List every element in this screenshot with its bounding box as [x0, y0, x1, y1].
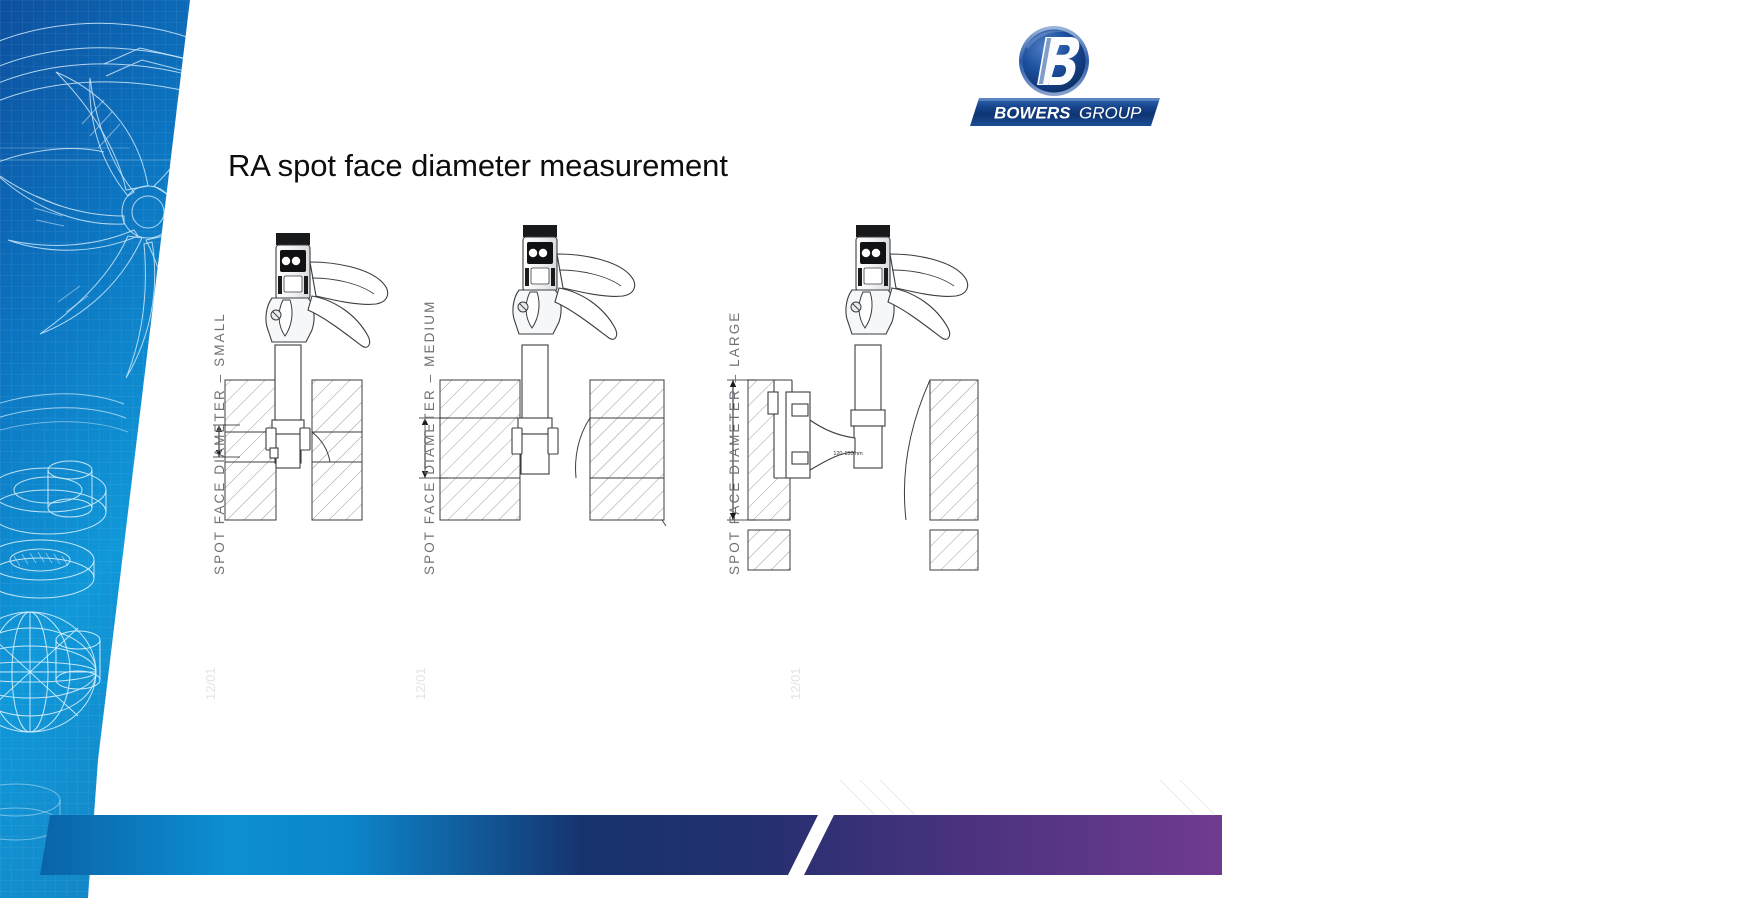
sidebar-blueprint-graphic [0, 0, 230, 898]
wordmark-light: GROUP [1079, 104, 1142, 123]
bowers-group-wordmark: BOWERS GROUP [970, 98, 1160, 126]
diagram-label-large: SPOT FACE DIAMETER – LARGE [727, 310, 742, 575]
bowers-group-logo: BOWERS GROUP [970, 25, 1160, 126]
diagram-label-medium: SPOT FACE DIAMETER – MEDIUM [422, 299, 437, 575]
diagram-small [213, 233, 389, 521]
svg-text:12/01: 12/01 [788, 667, 803, 700]
wordmark-bold: BOWERS [994, 104, 1071, 123]
page-title: RA spot face diameter measurement [228, 148, 728, 183]
svg-text:12/01: 12/01 [413, 667, 428, 700]
footer-banner: PARTNERS IN PRECISION [0, 788, 1757, 898]
large-head-callout: 120-150mm [833, 451, 863, 457]
diagram-medium [419, 225, 667, 527]
bowers-b-monogram-icon [1019, 26, 1089, 96]
diagram-large: 120-150mm [727, 225, 979, 571]
